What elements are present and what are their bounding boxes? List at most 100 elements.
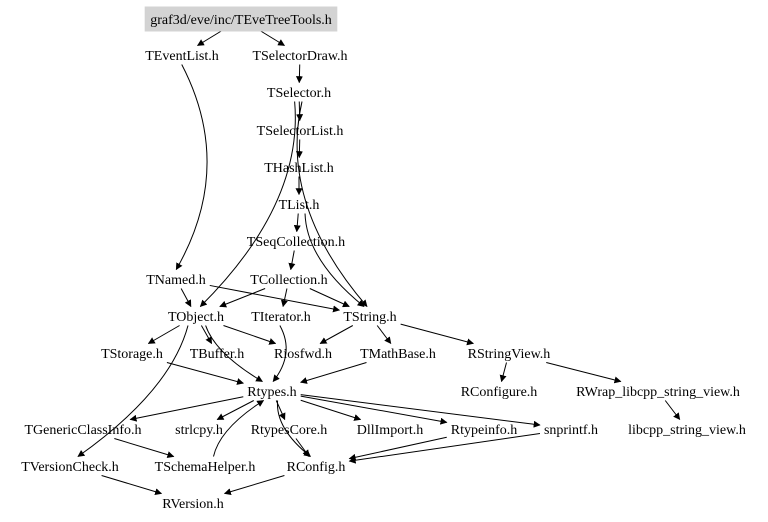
graph-node-tversioncheck[interactable]: TVersionCheck.h bbox=[21, 460, 119, 475]
graph-node-rstringview[interactable]: RStringView.h bbox=[468, 347, 551, 362]
graph-node-label: RConfigure.h bbox=[461, 385, 538, 400]
graph-node-tcollection[interactable]: TCollection.h bbox=[250, 273, 327, 288]
graph-edge-tlist-to-tseqcollection bbox=[293, 213, 301, 233]
graph-node-tschemahelper[interactable]: TSchemaHelper.h bbox=[155, 460, 256, 475]
graph-node-label: TCollection.h bbox=[250, 273, 327, 288]
node-layer: graf3d/eve/inc/TEveTreeTools.hTEventList… bbox=[21, 6, 746, 512]
graph-edge-tgenericclassinfo-to-tschemahelper bbox=[114, 438, 175, 459]
graph-node-tselectordraw[interactable]: TSelectorDraw.h bbox=[252, 49, 347, 64]
graph-node-label: TObject.h bbox=[168, 310, 224, 325]
graph-edge-rwrap-to-libcpp bbox=[664, 400, 681, 421]
graph-edge-tselector-to-tobject bbox=[199, 101, 296, 307]
graph-node-tbuffer[interactable]: TBuffer.h bbox=[190, 347, 245, 362]
graph-edge-rstringview-to-rwrap bbox=[546, 362, 622, 384]
graph-edge-tlist-to-tstring bbox=[304, 213, 365, 307]
graph-edge-tobject-to-tbuffer bbox=[200, 325, 213, 345]
graph-node-dllimport[interactable]: DllImport.h bbox=[357, 423, 424, 438]
graph-node-label: snprintf.h bbox=[544, 423, 598, 438]
graph-node-thashlist[interactable]: THashList.h bbox=[264, 161, 334, 176]
graph-node-rconfigure[interactable]: RConfigure.h bbox=[461, 385, 538, 400]
graph-node-label: Rtypes.h bbox=[247, 385, 296, 400]
graph-node-label: Riosfwd.h bbox=[274, 347, 332, 362]
graph-node-tgenericclassinfo[interactable]: TGenericClassInfo.h bbox=[24, 423, 141, 438]
graph-edge-tselector-to-tselectorlist bbox=[296, 101, 304, 122]
graph-edge-tstorage-to-rtypes bbox=[166, 361, 244, 385]
graph-edge-rtypes-to-strlcpy bbox=[216, 400, 254, 420]
graph-edge-tseqcollection-to-tcollection bbox=[288, 250, 296, 271]
graph-node-tseqcollection[interactable]: TSeqCollection.h bbox=[247, 235, 345, 250]
graph-edge-titerator-to-rtypes bbox=[272, 325, 287, 383]
graph-node-tmathbase[interactable]: TMathBase.h bbox=[360, 347, 436, 362]
graph-node-strlcpy[interactable]: strlcpy.h bbox=[175, 423, 223, 438]
graph-edge-tcollection-to-tstring bbox=[309, 288, 350, 308]
graph-edge-tnamed-to-tobject bbox=[180, 288, 192, 308]
graph-edge-tobject-to-riosfwd bbox=[223, 325, 277, 345]
graph-edge-tobject-to-tstorage bbox=[147, 325, 180, 344]
graph-edge-tmathbase-to-rtypes bbox=[300, 362, 367, 384]
graph-node-rwrap[interactable]: RWrap_libcpp_string_view.h bbox=[576, 385, 740, 400]
graph-node-teventlist[interactable]: TEventList.h bbox=[145, 49, 219, 64]
graph-node-label: libcpp_string_view.h bbox=[628, 423, 746, 438]
graph-node-label: RtypesCore.h bbox=[251, 423, 328, 438]
graph-edge-rtypes-to-rtypeinfo bbox=[300, 395, 448, 425]
graph-node-label: TStorage.h bbox=[101, 347, 163, 362]
graph-edge-snprintf-to-rconfig bbox=[348, 433, 541, 464]
graph-node-rversion[interactable]: RVersion.h bbox=[162, 497, 224, 512]
graph-node-label: Rtypeinfo.h bbox=[451, 423, 518, 438]
graph-node-rconfig[interactable]: RConfig.h bbox=[287, 460, 346, 475]
graph-node-label: TIterator.h bbox=[251, 310, 310, 325]
graph-edge-rstringview-to-rconfigure bbox=[499, 362, 507, 383]
graph-edge-tstring-to-tmathbase bbox=[376, 325, 392, 345]
graph-edge-tselector-to-tstring bbox=[296, 101, 368, 308]
graph-node-riosfwd[interactable]: Riosfwd.h bbox=[274, 347, 332, 362]
graph-edge-tversioncheck-to-rversion bbox=[101, 475, 163, 496]
graph-node-label: TBuffer.h bbox=[190, 347, 245, 362]
graph-edge-rtypescore-to-rconfig bbox=[295, 438, 310, 458]
graph-edge-rtypeinfo-to-rconfig bbox=[348, 436, 447, 461]
graph-node-label: TNamed.h bbox=[146, 273, 205, 288]
graph-node-rtypeinfo[interactable]: Rtypeinfo.h bbox=[451, 423, 518, 438]
graph-node-tnamed[interactable]: TNamed.h bbox=[146, 273, 205, 288]
graph-node-tlist[interactable]: TList.h bbox=[279, 198, 320, 213]
graph-edge-tobject-to-rtypes bbox=[205, 325, 263, 382]
graph-node-label: TSelectorDraw.h bbox=[252, 49, 347, 64]
graph-edge-tobject-to-tversioncheck bbox=[77, 325, 189, 457]
graph-node-tselectorlist[interactable]: TSelectorList.h bbox=[257, 124, 344, 139]
graph-node-label: TList.h bbox=[279, 198, 320, 213]
graph-edge-rtypes-to-dllimport bbox=[300, 399, 362, 421]
graph-node-tstorage[interactable]: TStorage.h bbox=[101, 347, 163, 362]
root-node-box bbox=[144, 6, 338, 32]
graph-node-tstring[interactable]: TString.h bbox=[343, 310, 396, 325]
graph-node-label: TSeqCollection.h bbox=[247, 235, 345, 250]
graph-node-label: graf3d/eve/inc/TEveTreeTools.h bbox=[150, 13, 332, 28]
graph-node-label: TString.h bbox=[343, 310, 396, 325]
graph-node-label: THashList.h bbox=[264, 161, 334, 176]
graph-edge-root-to-teventlist bbox=[196, 30, 222, 46]
graph-node-snprintf[interactable]: snprintf.h bbox=[544, 423, 598, 438]
graph-node-label: TGenericClassInfo.h bbox=[24, 423, 141, 438]
edge-layer bbox=[77, 30, 681, 496]
graph-node-tselector[interactable]: TSelector.h bbox=[267, 86, 331, 101]
graph-node-label: TSelector.h bbox=[267, 86, 331, 101]
graph-edge-tstring-to-riosfwd bbox=[319, 325, 354, 344]
graph-node-label: TSelectorList.h bbox=[257, 124, 344, 139]
graph-edge-root-to-tselectordraw bbox=[260, 30, 286, 46]
graph-node-titerator[interactable]: TIterator.h bbox=[251, 310, 310, 325]
graph-node-rtypes[interactable]: Rtypes.h bbox=[247, 385, 296, 400]
graph-node-label: RStringView.h bbox=[468, 347, 551, 362]
graph-node-root[interactable]: graf3d/eve/inc/TEveTreeTools.h bbox=[144, 6, 338, 32]
graph-node-label: RConfig.h bbox=[287, 460, 346, 475]
graph-node-rtypescore[interactable]: RtypesCore.h bbox=[251, 423, 328, 438]
graph-node-libcpp[interactable]: libcpp_string_view.h bbox=[628, 423, 746, 438]
graph-node-label: RWrap_libcpp_string_view.h bbox=[576, 385, 740, 400]
graph-node-tobject[interactable]: TObject.h bbox=[168, 310, 224, 325]
graph-edge-rtypes-to-tgenericclassinfo bbox=[129, 396, 244, 422]
graph-node-label: DllImport.h bbox=[357, 423, 424, 438]
graph-edge-tschemahelper-to-rtypes bbox=[212, 400, 265, 457]
graph-edge-teventlist-to-tnamed bbox=[175, 64, 208, 271]
graph-node-label: strlcpy.h bbox=[175, 423, 223, 438]
graph-edge-tstring-to-rstringview bbox=[400, 323, 474, 346]
graph-node-label: RVersion.h bbox=[162, 497, 224, 512]
graph-edge-tcollection-to-tobject bbox=[219, 288, 266, 308]
